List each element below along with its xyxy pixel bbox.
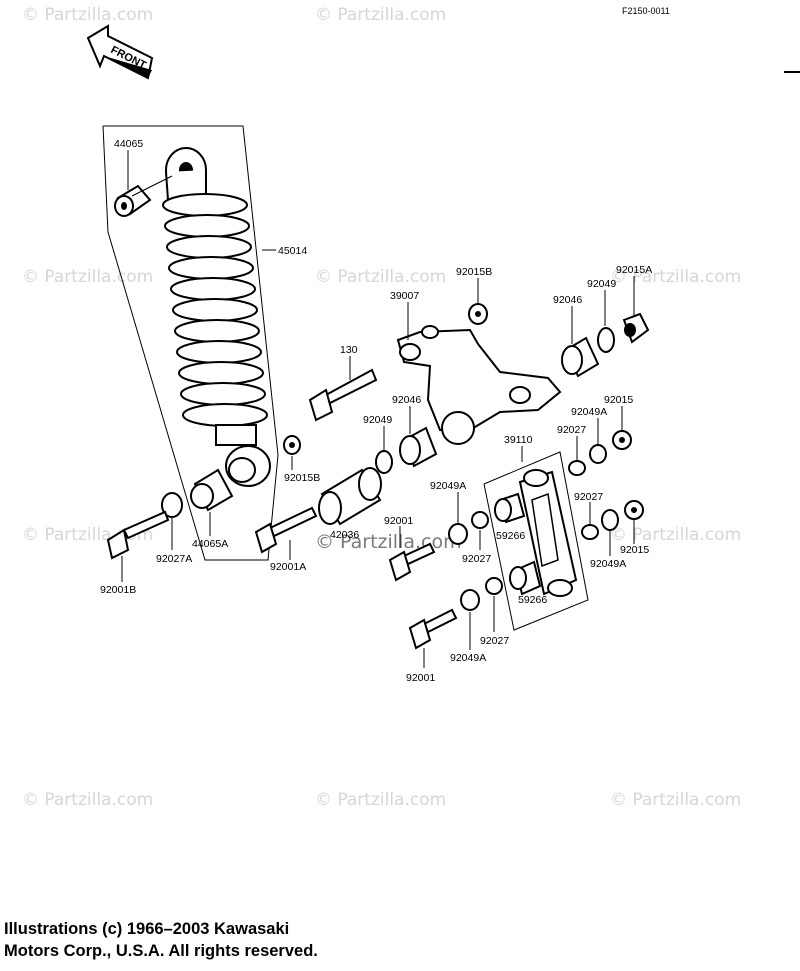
watermark: © Partzilla.com: [610, 267, 741, 287]
watermark: © Partzilla.com: [22, 267, 153, 287]
front-direction-arrow: FRONT: [86, 24, 154, 80]
bolt-130: [308, 368, 378, 422]
part-label: 92001B: [100, 584, 136, 596]
part-label: 92027: [480, 635, 509, 647]
bushing-59266-lower: [509, 560, 542, 596]
watermark: © Partzilla.com: [315, 5, 446, 25]
part-label: 92015: [620, 544, 649, 556]
watermark: © Partzilla.com: [315, 790, 446, 810]
collar-92027-lower-right: [581, 524, 599, 540]
shock-absorber: [162, 147, 271, 487]
bolt-92001-bottom: [408, 608, 458, 650]
spring-coils: [162, 193, 268, 427]
copyright-line-1: Illustrations (c) 1966–2003 Kawasaki: [4, 920, 290, 938]
collar-92027-center-lower: [485, 577, 503, 595]
part-labels: 44065 45014 92015B 39007 92046 92049 920…: [100, 138, 652, 684]
seal-92049A-center-lower: [460, 589, 480, 611]
bolt-92001-mid: [388, 542, 436, 582]
copyright-line-2: Motors Corp., U.S.A. All rights reserved…: [4, 942, 318, 960]
part-label: 92046: [392, 394, 421, 406]
part-label: 59266: [496, 530, 525, 542]
collar-92027-upper-right: [568, 460, 586, 476]
watermark: © Partzilla.com: [610, 790, 741, 810]
nut-92015-upper-right: [612, 430, 632, 450]
part-label: 92027: [462, 553, 491, 565]
copyright-notice: Illustrations (c) 1966–2003 Kawasaki Mot…: [4, 918, 564, 962]
part-label: 92001: [406, 672, 435, 684]
watermark: © Partzilla.com: [22, 790, 153, 810]
seal-92049A-center-upper: [448, 523, 468, 545]
watermark-layer: © Partzilla.com © Partzilla.com © Partzi…: [22, 5, 741, 810]
part-label: 92001: [384, 515, 413, 527]
part-label: 92015A: [616, 264, 652, 276]
watermark: © Partzilla.com: [22, 5, 153, 25]
part-label: 92049A: [450, 652, 486, 664]
seal-92049A-upper-right: [589, 444, 607, 464]
sleeve-42036: [318, 467, 382, 526]
nut-92015A: [622, 312, 650, 344]
seal-92049A-lower-right: [601, 509, 619, 531]
part-label: 45014: [278, 245, 307, 257]
nut-92015-lower-right: [624, 500, 644, 520]
part-label: 92015B: [456, 266, 492, 278]
seal-92049-lower: [375, 450, 393, 474]
part-label: 92015B: [284, 472, 320, 484]
part-label: 44065: [114, 138, 143, 150]
bushing-44065A: [190, 468, 234, 512]
part-label: 92049A: [430, 480, 466, 492]
collar-92027A: [161, 492, 183, 518]
part-label: 59266: [518, 594, 547, 606]
part-label: 92015: [604, 394, 633, 406]
nut-92015B-upper: [468, 303, 488, 325]
part-label: 92046: [553, 294, 582, 306]
part-label: 42036: [330, 529, 359, 541]
part-label: 92027: [574, 491, 603, 503]
collar-92027-center-upper: [471, 511, 489, 529]
bolt-92001A: [254, 506, 318, 554]
part-label: 92027A: [156, 553, 192, 565]
part-label: 92049: [363, 414, 392, 426]
bearing-92046-upper: [561, 336, 600, 378]
bearing-92046-lower: [399, 426, 438, 468]
part-label: 92049A: [571, 406, 607, 418]
figure-code: F2150-0011: [622, 6, 670, 16]
rocker-arm-39007: [396, 325, 562, 445]
part-label: 39007: [390, 290, 419, 302]
part-label: 44065A: [192, 538, 228, 550]
part-label: 92049A: [590, 558, 626, 570]
seal-92049-upper: [597, 327, 615, 353]
tie-rod-39110: [518, 469, 578, 597]
shock-group-outline: [102, 125, 279, 561]
part-label: 92049: [587, 278, 616, 290]
part-label: 92027: [557, 424, 586, 436]
leader-lines: [121, 150, 635, 668]
tie-rod-group-outline: [483, 451, 589, 631]
watermark: © Partzilla.com: [315, 267, 446, 287]
part-label: 39110: [504, 434, 533, 446]
bolt-92001B: [106, 510, 170, 560]
nut-92015B-lower: [283, 435, 301, 455]
bushing-44065: [114, 184, 152, 217]
watermark: © Partzilla.com: [610, 525, 741, 545]
part-label: 130: [340, 344, 358, 356]
part-label: 92001A: [270, 561, 306, 573]
bushing-59266-upper: [494, 492, 526, 524]
